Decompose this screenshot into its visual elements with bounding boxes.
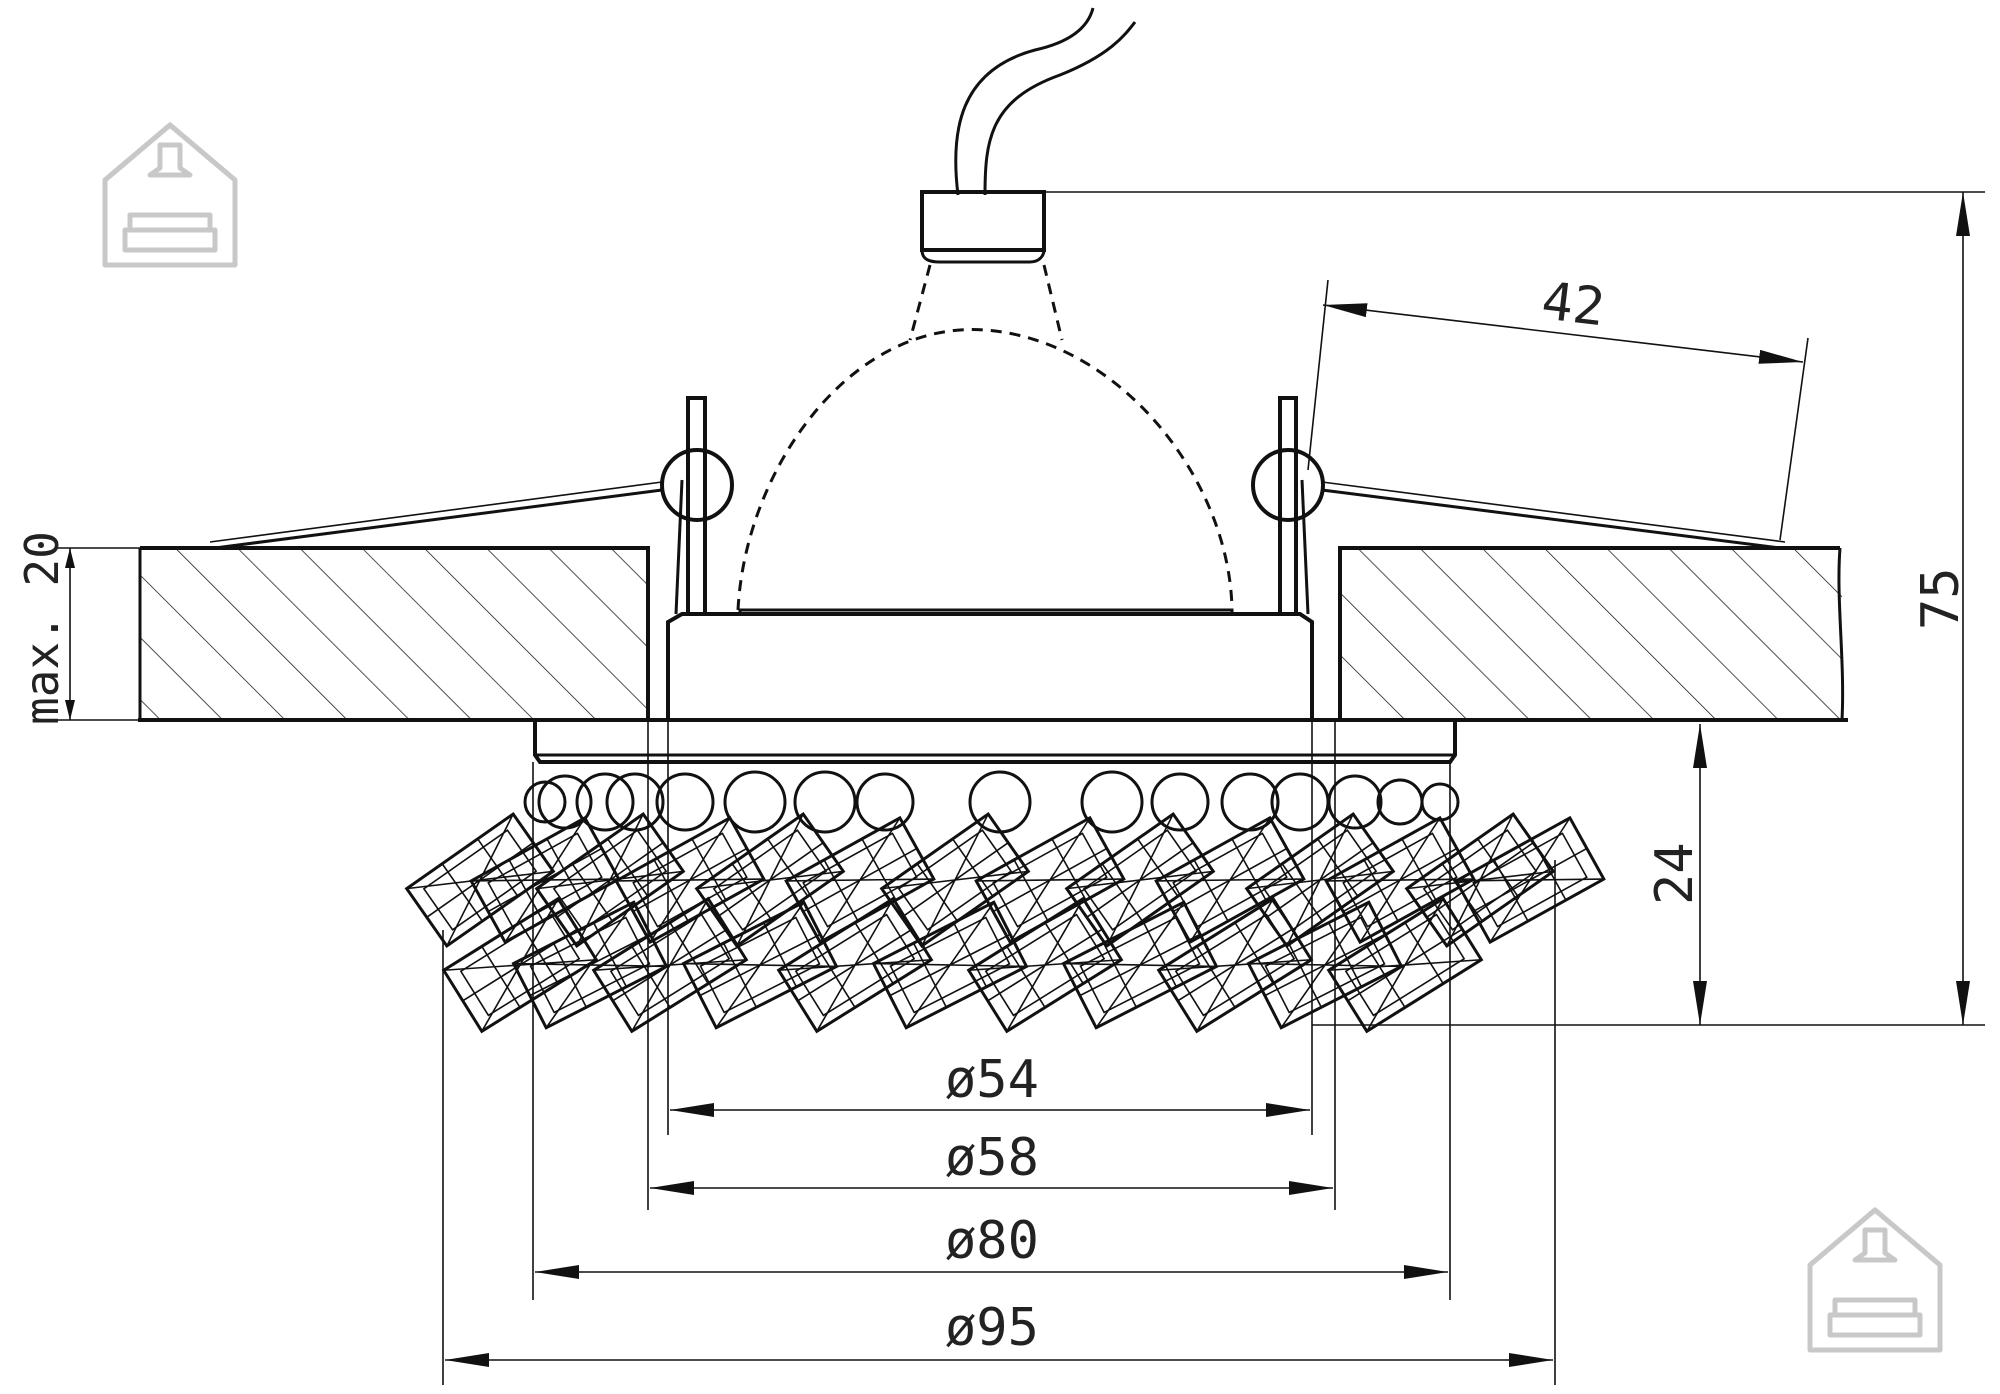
logo-top-left bbox=[105, 125, 235, 265]
crystal bbox=[879, 811, 1031, 949]
bead bbox=[1420, 782, 1460, 822]
label-spring-reach: 42 bbox=[1538, 271, 1607, 338]
label-d80: ø80 bbox=[945, 1211, 1039, 1271]
logo-bottom-right bbox=[1810, 1210, 1940, 1350]
crystal bbox=[974, 815, 1126, 945]
bead bbox=[723, 770, 787, 834]
dimension-spring-reach: 42 bbox=[1307, 271, 1809, 541]
bead bbox=[1150, 772, 1210, 832]
label-d54: ø54 bbox=[945, 1050, 1039, 1110]
bead bbox=[1270, 772, 1330, 832]
ceiling-right bbox=[1338, 546, 1845, 721]
bead-row bbox=[523, 770, 1460, 834]
crystal bbox=[469, 815, 621, 945]
dimension-d95: ø95 bbox=[442, 860, 1556, 1385]
lamp-bulb-hidden bbox=[736, 264, 1234, 611]
bead bbox=[605, 772, 665, 832]
bead bbox=[855, 772, 915, 832]
crystal bbox=[871, 900, 1029, 1030]
dimension-d58: ø58 bbox=[647, 720, 1336, 1210]
ceiling-left bbox=[138, 546, 650, 720]
crystal bbox=[776, 896, 934, 1034]
spring-left bbox=[209, 448, 734, 550]
power-cable bbox=[920, 7, 1137, 264]
bead bbox=[523, 780, 567, 824]
fixture-housing bbox=[666, 396, 1314, 720]
label-d95: ø95 bbox=[945, 1298, 1039, 1358]
label-total-height: 75 bbox=[1911, 567, 1971, 630]
label-d58: ø58 bbox=[945, 1128, 1039, 1188]
crystal-ring bbox=[404, 811, 1606, 1034]
bead bbox=[968, 770, 1032, 834]
label-visible-height: 24 bbox=[1645, 842, 1705, 905]
bead bbox=[793, 770, 857, 834]
crystal bbox=[1454, 815, 1606, 945]
dimension-visible-height: 24 bbox=[1645, 724, 1707, 1025]
bead bbox=[1327, 774, 1383, 830]
crystal bbox=[591, 896, 749, 1034]
bead bbox=[1220, 772, 1280, 832]
dimension-d54: ø54 bbox=[667, 720, 1313, 1135]
dimension-ceiling-thickness: max. 20 bbox=[15, 531, 140, 725]
crystal bbox=[1061, 900, 1219, 1030]
trim-ring bbox=[533, 720, 1457, 764]
crystal bbox=[614, 815, 766, 945]
bead bbox=[1376, 778, 1424, 826]
bead bbox=[575, 772, 635, 832]
spring-right bbox=[1251, 448, 1786, 550]
label-ceiling-thickness: max. 20 bbox=[15, 531, 69, 725]
crystal bbox=[784, 815, 936, 945]
crystal bbox=[1324, 815, 1476, 945]
dimension-d80: ø80 bbox=[532, 762, 1451, 1300]
crystal bbox=[966, 896, 1124, 1034]
crystal bbox=[681, 900, 839, 1030]
bead bbox=[655, 772, 715, 832]
dimension-total-height: 75 bbox=[1044, 191, 1985, 1026]
crystal bbox=[1326, 896, 1484, 1034]
crystal bbox=[1156, 896, 1314, 1034]
bead bbox=[1080, 770, 1144, 834]
